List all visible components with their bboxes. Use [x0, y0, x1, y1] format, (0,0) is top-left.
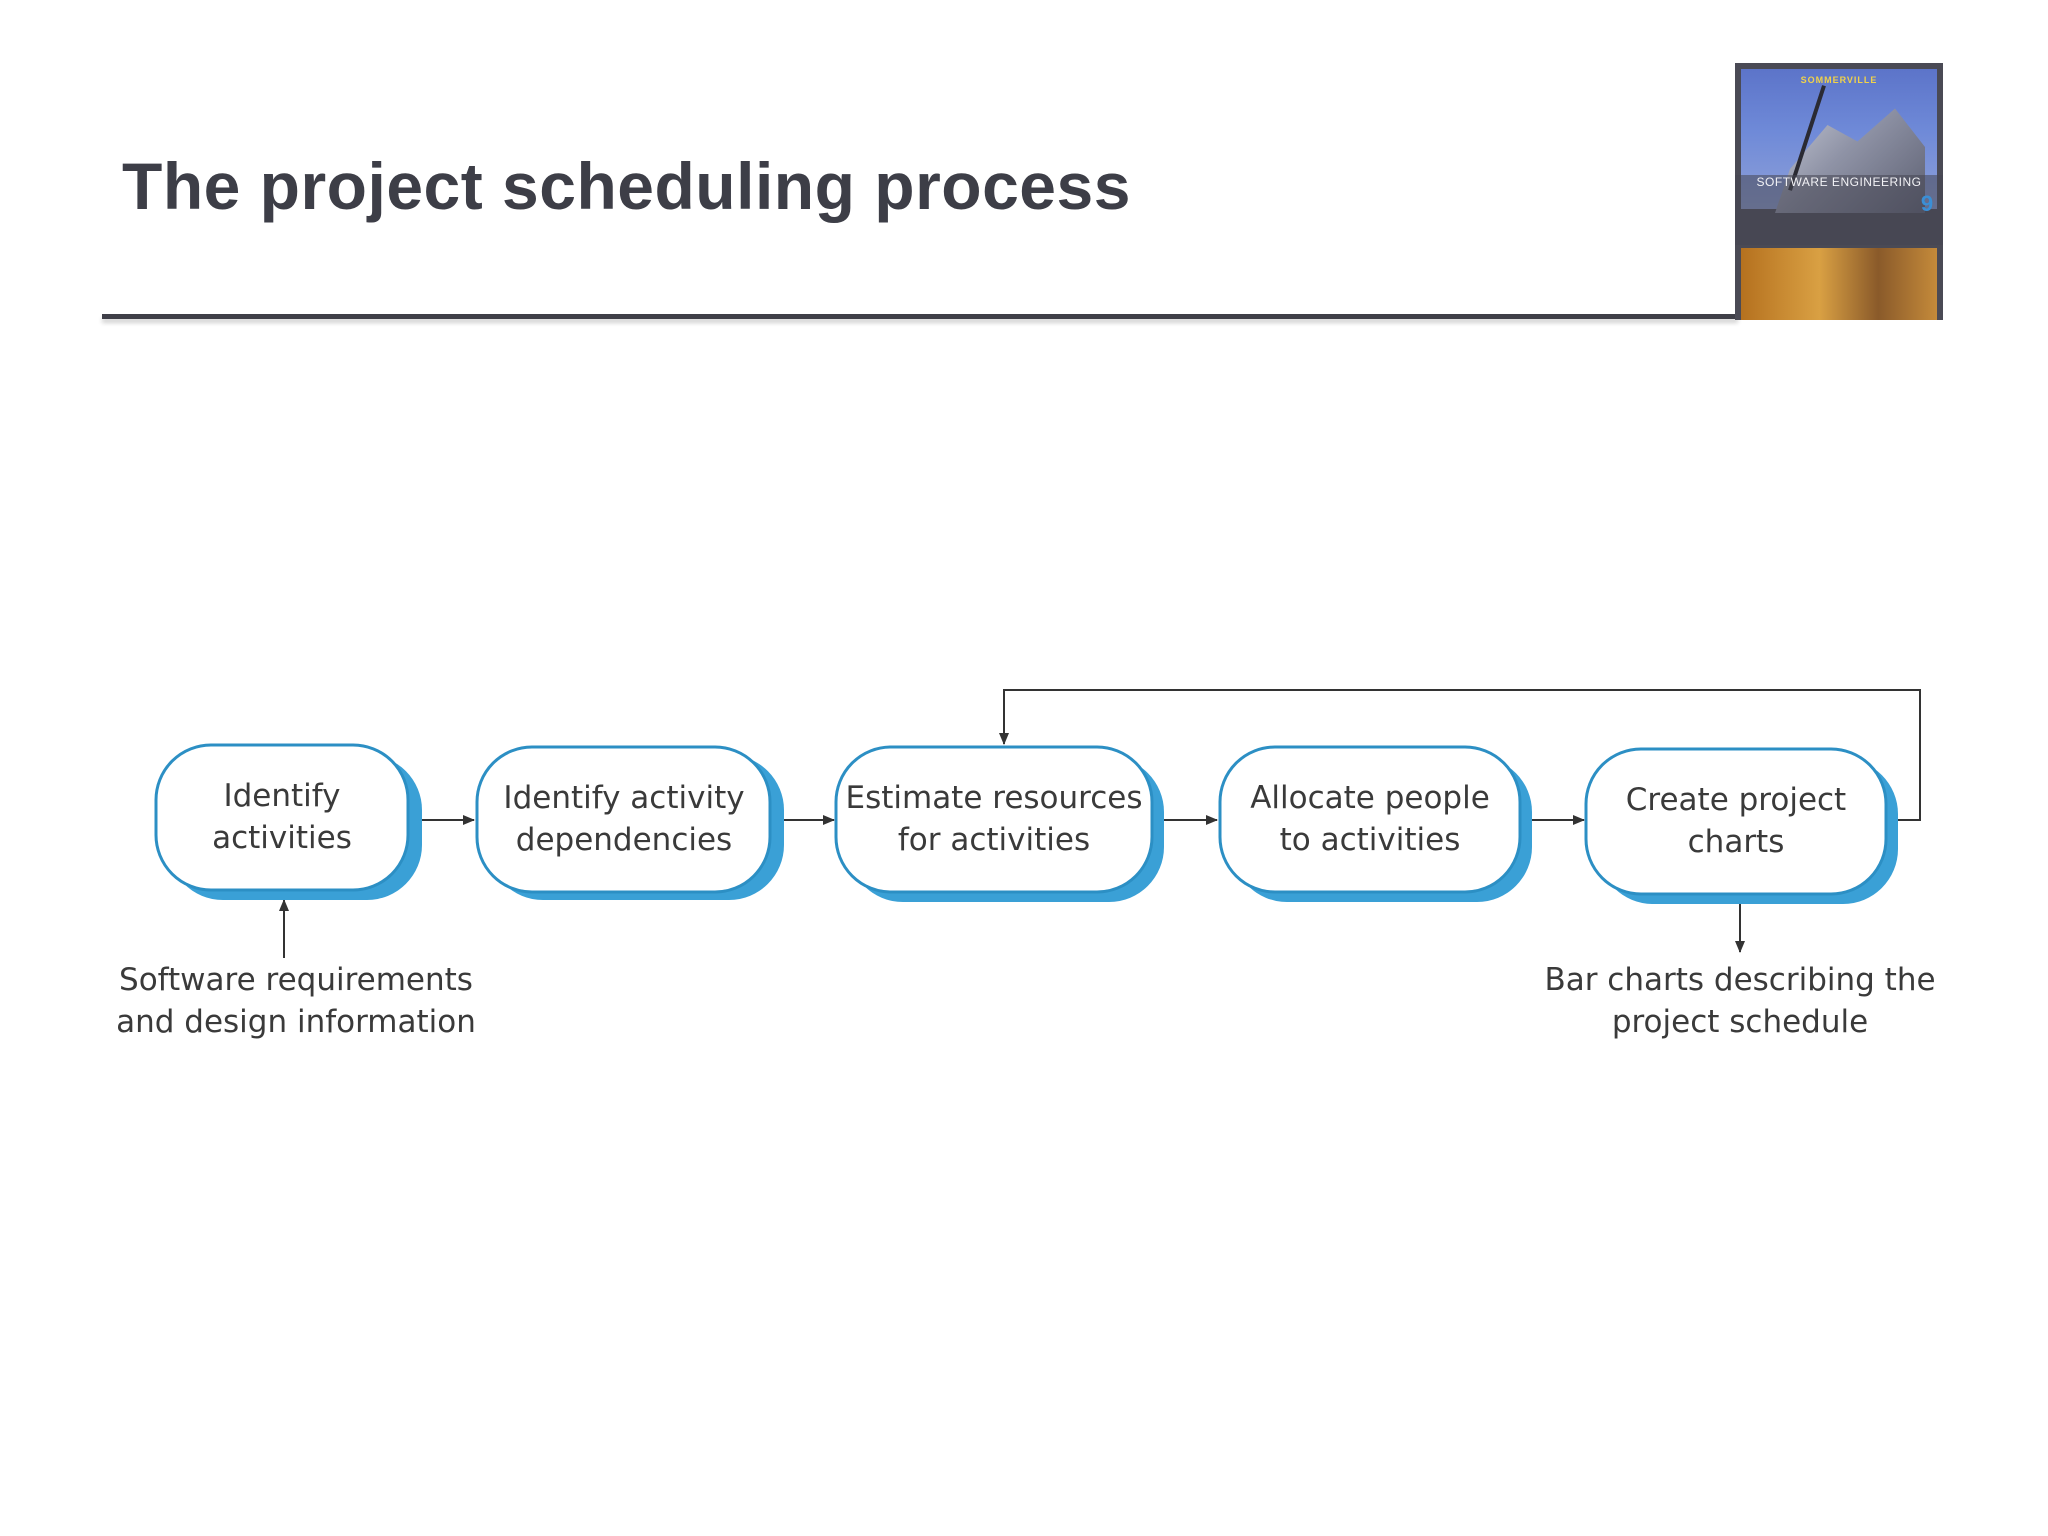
step-box — [475, 745, 772, 894]
step-box — [154, 743, 410, 892]
feedback-loop-arrow — [999, 689, 1921, 821]
cover-edition: 9 — [1920, 191, 1934, 216]
step-label-line1: Allocate people — [1250, 780, 1490, 816]
book-cover-image: SOMMERVILLE SOFTWARE ENGINEERING 9 — [1735, 63, 1943, 320]
cover-lower-photo — [1741, 248, 1937, 320]
cover-title-band — [1735, 175, 1943, 245]
step-identify-activities: Identify activities — [154, 743, 422, 900]
step-box — [1218, 745, 1522, 894]
cover-author: SOMMERVILLE — [1800, 75, 1878, 85]
title-divider — [102, 314, 1738, 319]
input-label-line1: Software requirements — [119, 962, 473, 998]
step-label-line1: Estimate resources — [845, 780, 1142, 816]
input-label-line2: and design information — [116, 1004, 476, 1040]
output-note: Bar charts describing the project schedu… — [1544, 962, 1935, 1040]
step-box — [834, 745, 1154, 894]
step-create-project-charts: Create project charts — [1584, 747, 1898, 904]
step-label-line1: Identify — [223, 778, 340, 814]
step-label-line2: charts — [1688, 824, 1785, 860]
step-label-line2: to activities — [1280, 822, 1461, 858]
step-label-line1: Identify activity — [503, 780, 744, 816]
step-label-line1: Create project — [1626, 782, 1846, 818]
process-steps: Identify activities Identify activity de… — [154, 743, 1898, 904]
slide-title: The project scheduling process — [122, 149, 1131, 223]
step-label-line2: for activities — [898, 822, 1090, 858]
step-box — [1584, 747, 1888, 896]
output-label-line1: Bar charts describing the — [1544, 962, 1935, 998]
step-label-line2: activities — [212, 820, 352, 856]
input-note: Software requirements and design informa… — [116, 962, 476, 1040]
step-label-line2: dependencies — [516, 822, 732, 858]
step-allocate-people: Allocate people to activities — [1218, 745, 1532, 902]
cover-title: SOFTWARE ENGINEERING — [1756, 175, 1922, 189]
output-label-line2: project schedule — [1612, 1004, 1868, 1040]
step-estimate-resources: Estimate resources for activities — [834, 745, 1164, 902]
step-identify-dependencies: Identify activity dependencies — [475, 745, 784, 900]
